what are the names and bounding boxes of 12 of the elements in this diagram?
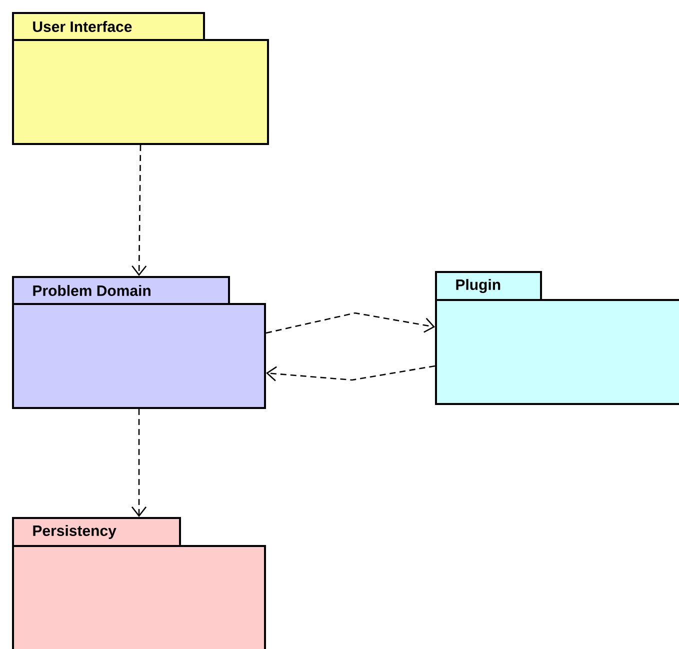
- dependency-arrow: [132, 409, 147, 517]
- package-box: Problem Domain: [12, 276, 266, 409]
- node-label: Persistency: [33, 525, 116, 539]
- node-label: Problem Domain: [33, 284, 150, 296]
- package-box: Plugin: [435, 271, 679, 405]
- dependency-arrow: [266, 312, 435, 334]
- package-box: Persistency: [12, 517, 266, 649]
- dependency-arrow: [132, 145, 147, 276]
- node-label: Plugin: [456, 278, 500, 294]
- dependency-arrow: [266, 365, 436, 382]
- node-label: User Interface: [33, 20, 132, 32]
- package-box: User Interface: [12, 12, 269, 145]
